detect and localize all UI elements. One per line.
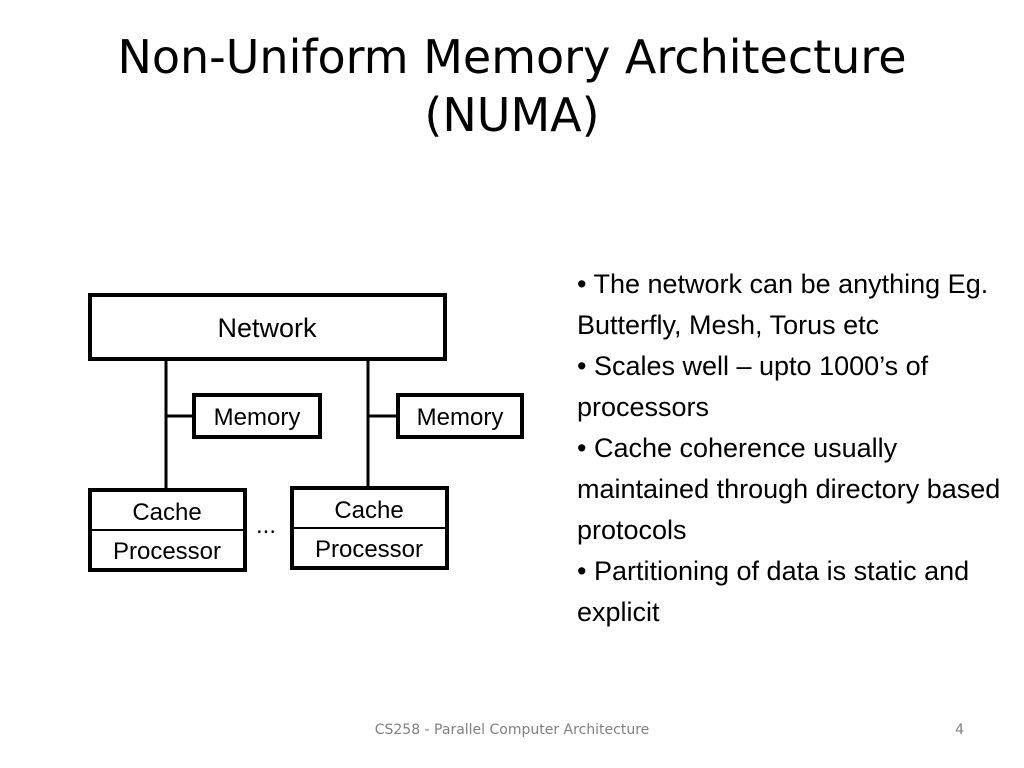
memory-right-label: Memory (417, 404, 504, 431)
node-ellipsis: ... (256, 512, 276, 539)
bullet-item: • Partitioning of data is static and exp… (577, 556, 970, 627)
bullet-item: • The network can be anything Eg. Butter… (577, 269, 989, 340)
network-label: Network (217, 313, 317, 343)
bullet-item: • Cache coherence usually maintained thr… (577, 433, 1001, 545)
processor-label-right: Processor (315, 536, 423, 563)
memory-left-label: Memory (214, 404, 301, 431)
network-box (88, 293, 447, 361)
numa-diagram-svg: Network Memory Memory Cache Processor ..… (88, 293, 524, 572)
slide-title-line-2: (NUMA) (424, 88, 600, 142)
slide-title-line-1: Non-Uniform Memory Architecture (117, 30, 907, 84)
cache-label-right: Cache (334, 497, 403, 524)
memory-box-left (192, 393, 322, 439)
numa-diagram: Network Memory Memory Cache Processor ..… (82, 285, 532, 605)
slide-title: Non-Uniform Memory Architecture (NUMA) (40, 28, 984, 144)
page-number: 4 (955, 722, 964, 738)
memory-box-right (396, 393, 524, 439)
bullet-item: • Scales well – upto 1000’s of processor… (577, 351, 929, 422)
footer-course: CS258 - Parallel Computer Architecture (374, 722, 650, 738)
processor-label-left: Processor (113, 538, 221, 565)
bullet-list: • The network can be anything Eg. Butter… (577, 264, 1007, 633)
cache-label-left: Cache (132, 499, 201, 526)
